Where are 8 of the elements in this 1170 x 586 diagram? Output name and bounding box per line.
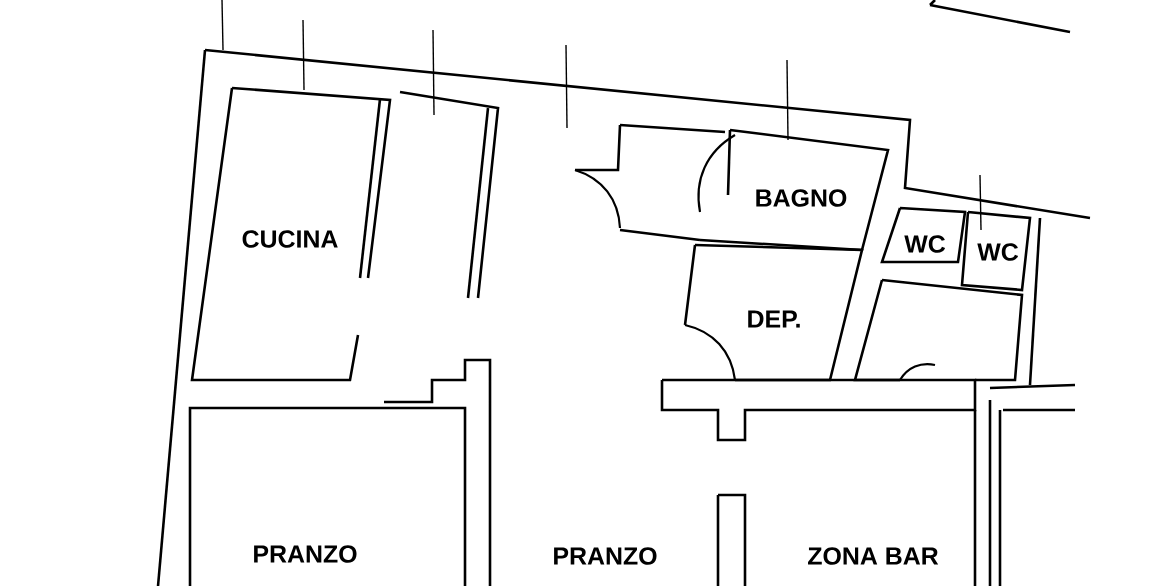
room-label: WC: [904, 235, 946, 253]
room-label: PRANZO: [554, 547, 657, 565]
room-label: BAGNO: [756, 189, 847, 207]
room-label: ZONA BAR: [808, 547, 939, 565]
room-label: CUCINA: [242, 230, 338, 248]
room-label: WC: [977, 243, 1019, 261]
room-label: PRANZO: [254, 545, 357, 563]
room-label: DEP.: [748, 310, 800, 328]
